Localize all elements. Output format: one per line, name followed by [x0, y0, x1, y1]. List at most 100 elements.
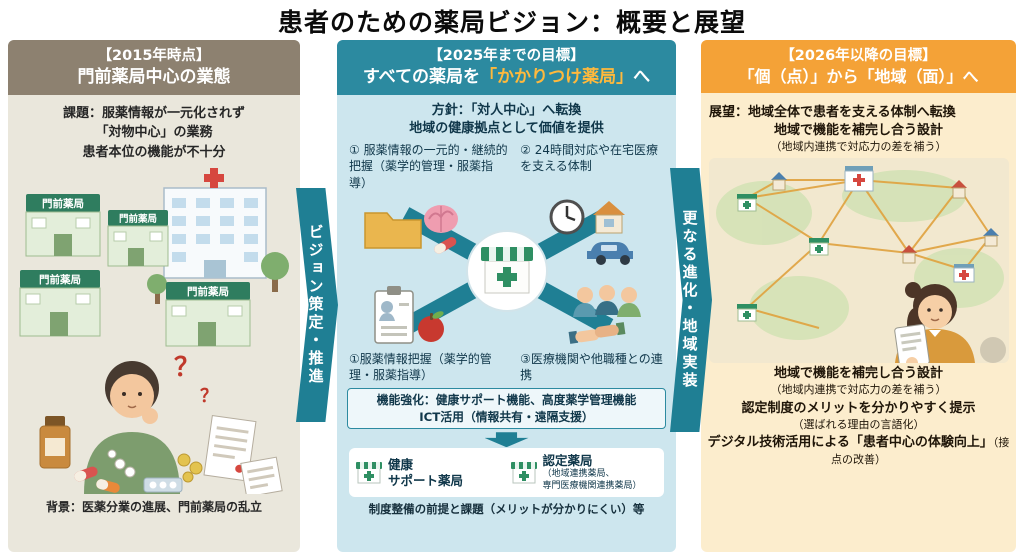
regional-network-illustration: [708, 158, 1009, 364]
pharmacy-sign-label: 門前薬局: [187, 285, 229, 298]
policy-statement: 方針：「対人中心」へ転換 地域の健康拠点として価値を提供: [337, 102, 676, 140]
car-icon: [586, 241, 633, 265]
kakaritsuke-hub-illustration: [363, 199, 641, 344]
capsule-icon: [96, 479, 120, 493]
right-point-2-sub: （地域内連携で対応力の差を補う）: [770, 383, 947, 397]
mini-pharmacy-icon: [510, 461, 537, 484]
pharmacy-center-icon: [465, 229, 548, 312]
pharmacy-building-2: 門前薬局: [107, 210, 169, 267]
transition-arrow-vision: ビジョン策定・推進: [296, 188, 338, 422]
patient-record-icon: [373, 285, 414, 344]
medical-staff-icon: [572, 284, 641, 317]
panel-2025-header-line2: すべての薬局を「かかりつけ薬局」へ: [339, 66, 674, 88]
right-point-3-title: 認定制度のメリットを分かりやすく提示: [741, 400, 976, 416]
panel-2025: 【2025年までの目標】 すべての薬局を「かかりつけ薬局」へ 方針：「対人中心」…: [337, 40, 676, 552]
clock-icon: [549, 199, 584, 235]
goal-items-top: ① 服薬情報の一元的・継続的把握（薬学的管理・服薬指導） ② 24時間対応や在宅…: [337, 142, 676, 191]
clinic-node-icon: [953, 264, 974, 283]
panel-2015-header-line2: 門前薬局中心の業態: [77, 67, 231, 88]
issue-line3: 患者本位の機能が不十分: [82, 144, 226, 160]
outlook-statement: 展望：地域全体で患者を支える体制へ転換: [709, 105, 956, 121]
hospital-icon: [163, 168, 267, 279]
panel-2015: 【2015年時点】 門前薬局中心の業態 課題：服薬情報が一元化されず 「対物中心…: [8, 40, 300, 552]
system-note: 制度整備の前提と課題（メリットが分かりにくい）等: [368, 502, 645, 517]
background-note: 背景：医薬分業の進展、門前薬局の乱立: [45, 500, 262, 515]
house-icon: [592, 200, 625, 234]
strengthen-line1: 機能強化：健康サポート機能、高度薬学管理機能: [376, 393, 637, 408]
handshake-icon: [568, 321, 625, 344]
house-node-icon: [770, 172, 787, 191]
question-mark-large: ？: [174, 353, 200, 383]
right-point-2: 地域で機能を補完し合う設計 （地域内連携で対応力の差を補う）: [705, 366, 1012, 397]
issue-line2: 「対物中心」の業務: [95, 125, 213, 141]
health-support-label-line2: サポート薬局: [388, 472, 464, 488]
pharmacy-types-box: 健康 サポート薬局 認定薬局 （地域連携薬局、 専門医療機関連携薬: [349, 448, 664, 498]
policy-line2: 地域の健康拠点として価値を提供: [409, 121, 604, 137]
old-model-illustration: 門前薬局 門前薬局 門前薬局: [19, 168, 289, 495]
right-point-3: 認定制度のメリットを分かりやすく提示 （選ばれる理由の言語化）: [705, 401, 1012, 432]
down-arrow-icon: [484, 432, 529, 448]
pharmacy-sign-label: 門前薬局: [119, 213, 157, 225]
policy-line1: 方針：「対人中心」へ転換: [431, 102, 582, 118]
medicine-bottle-icon: [39, 416, 71, 469]
goal-item-4: ③医療機関や他職種との連携: [520, 351, 663, 382]
page-title: 患者のための薬局ビジョン：概要と展望: [277, 8, 746, 37]
panel-2026: 【2026年以降の目標】 「個（点）」から「地域（面）」へ 展望：地域全体で患者…: [701, 40, 1016, 552]
woman-with-tablet: [893, 282, 975, 364]
certified-label-main: 認定薬局: [542, 453, 593, 469]
certified-label-sub2: 専門医療機関連携薬局）: [542, 480, 642, 491]
panel-2025-header-line1: 【2025年までの目標】: [428, 48, 585, 64]
house-node-icon: [982, 228, 999, 247]
right-point-4: デジタル技術活用による「患者中心の体験向上」（接点の改善）: [705, 435, 1012, 469]
panel-2015-header-line1: 【2015年時点】: [97, 48, 211, 64]
header2-suffix: へ: [633, 67, 651, 88]
medication-record-icon: [363, 212, 422, 249]
panel-2025-header: 【2025年までの目標】 すべての薬局を「かかりつけ薬局」へ: [337, 40, 676, 95]
panel-2026-header-line1: 【2026年以降の目標】: [780, 48, 937, 64]
right-point-1-sub: （地域内連携で対応力の差を補う）: [770, 140, 947, 154]
pill-icons: [107, 449, 203, 483]
blister-pack-icon: [143, 477, 183, 493]
hospital-node-icon: [844, 166, 873, 192]
panel-2026-header-line2: 「個（点）」から「地域（面）」へ: [738, 67, 979, 87]
right-point-4-title: デジタル技術活用による「患者中心の体験向上」: [707, 434, 993, 450]
apple-icon: [417, 311, 444, 342]
capsule-icon: [74, 466, 98, 482]
goal-items-bottom: ①服薬情報把握（薬学的管理・服薬指導） ③医療機関や他職種との連携: [337, 351, 676, 383]
right-point-3-sub: （選ばれる理由の言語化）: [792, 417, 925, 431]
header2-prefix: すべての薬局を: [362, 67, 480, 88]
pharmacy-sign-label: 門前薬局: [39, 273, 81, 286]
strengthen-line2: ICT活用（情報共有・遠隔支援）: [419, 409, 594, 424]
capsule-icon: [433, 236, 456, 254]
right-point-2-title: 地域で機能を補完し合う設計: [773, 366, 943, 382]
health-support-pharmacy: 健康 サポート薬局: [355, 453, 504, 492]
panel-2026-header: 【2026年以降の目標】 「個（点）」から「地域（面）」へ: [701, 40, 1016, 94]
panel-2015-header: 【2015年時点】 門前薬局中心の業態: [8, 40, 300, 95]
transition-arrow-evolution-label: 更なる進化・地域実装: [680, 210, 699, 390]
pharmacy-building-4: 門前薬局: [165, 282, 251, 347]
house-node-icon: [900, 245, 917, 264]
header2-highlight: 「かかりつけ薬局」: [479, 67, 634, 88]
brain-icon: [423, 204, 458, 233]
issue-line1: 課題：服薬情報が一元化されず: [62, 105, 245, 121]
right-point-4-sub: （接点の改善）: [831, 435, 1010, 466]
pharmacy-building-3: 門前薬局: [19, 270, 101, 337]
pharmacy-node-icon: [808, 238, 829, 256]
pharmacy-building-1: 門前薬局: [25, 194, 101, 257]
certified-pharmacy: 認定薬局 （地域連携薬局、 専門医療機関連携薬局）: [510, 453, 659, 492]
certified-label-sub1: （地域連携薬局、: [542, 468, 615, 479]
goal-item-1: ① 服薬情報の一元的・継続的把握（薬学的管理・服薬指導）: [349, 143, 508, 190]
function-strengthen-box: 機能強化：健康サポート機能、高度薬学管理機能 ICT活用（情報共有・遠隔支援）: [347, 388, 666, 430]
issue-text: 課題：服薬情報が一元化されず 「対物中心」の業務 患者本位の機能が不十分: [12, 104, 296, 163]
tree-icon: [147, 252, 289, 305]
right-point-1-title: 地域で機能を補完し合う設計: [773, 123, 943, 139]
goal-item-2: ② 24時間対応や在宅医療を支える体制: [520, 143, 658, 174]
house-node-icon: [950, 180, 967, 199]
pharmacy-node-icon: [736, 304, 757, 322]
watermark-circle: [979, 337, 1006, 364]
pharmacy-sign-label: 門前薬局: [42, 197, 84, 210]
network-lines: [745, 179, 992, 330]
mini-pharmacy-icon: [356, 461, 382, 484]
question-mark-small: ？: [200, 386, 218, 407]
